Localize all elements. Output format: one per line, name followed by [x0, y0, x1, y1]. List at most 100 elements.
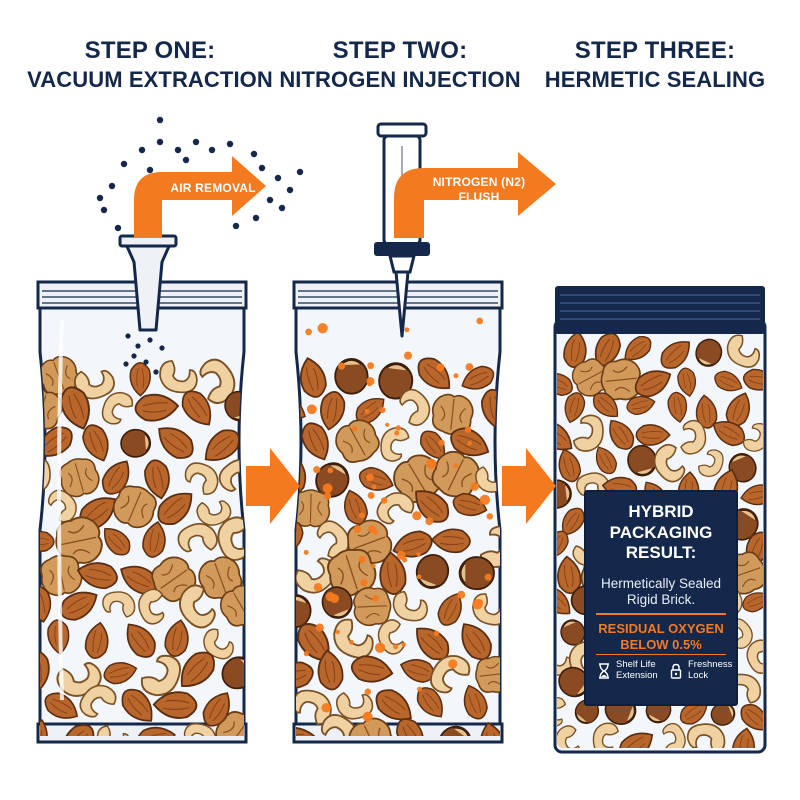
almond	[76, 562, 118, 590]
almond	[134, 393, 180, 422]
almond	[157, 492, 193, 526]
almond	[300, 422, 329, 461]
almond	[609, 419, 635, 450]
cashew	[662, 722, 686, 748]
almond	[152, 691, 198, 719]
almond	[158, 427, 194, 459]
almond	[399, 659, 435, 683]
nitrogen-flush-label: NITROGEN (N2) FLUSH	[424, 175, 534, 205]
almond	[461, 365, 495, 390]
air-particles	[96, 116, 304, 375]
cashew	[392, 590, 429, 622]
cashew	[686, 723, 726, 748]
almond	[144, 459, 170, 500]
almond	[84, 621, 109, 660]
cashew	[557, 645, 573, 677]
hazelnut	[458, 556, 495, 591]
card-title-line3: RESULT:	[625, 543, 697, 563]
card-title-line2: PACKAGING	[609, 522, 713, 542]
almond	[557, 555, 582, 595]
step-one-title: STEP ONE: VACUUM EXTRACTION	[20, 36, 280, 94]
almond	[679, 701, 708, 725]
almond	[463, 684, 488, 720]
almond	[204, 429, 240, 461]
walnut	[353, 587, 392, 627]
cashew	[296, 689, 332, 725]
walnut	[112, 485, 157, 529]
almond	[375, 689, 412, 721]
result-card: HYBRID PACKAGING RESULT: Hermetically Se…	[584, 490, 738, 706]
almond	[60, 591, 98, 621]
result-card-subtitle: Hermetically Sealed Rigid Brick.	[586, 576, 736, 608]
almond	[61, 724, 95, 736]
almond	[40, 585, 52, 623]
almond	[592, 392, 619, 418]
almond	[557, 530, 569, 559]
step-three-heading: STEP THREE:	[574, 37, 736, 64]
almond	[320, 391, 346, 431]
cashew	[102, 591, 136, 618]
feature-2-line2: Lock	[688, 669, 709, 681]
almond	[40, 719, 48, 736]
almond	[557, 372, 573, 396]
step-two-title: STEP TWO: NITROGEN INJECTION	[270, 36, 530, 94]
walnut	[55, 516, 103, 565]
almond	[358, 466, 394, 491]
hazelnut	[415, 554, 450, 589]
nitrogen-bubbles	[303, 317, 494, 722]
cashew	[572, 414, 604, 452]
almond	[677, 367, 697, 397]
cashew	[399, 388, 431, 427]
walnut	[571, 358, 610, 397]
card-divider	[596, 613, 726, 615]
cashew	[380, 427, 410, 462]
almond	[624, 336, 652, 361]
almond	[452, 492, 488, 517]
almond	[740, 484, 763, 506]
air-removal-label: AIR REMOVAL	[170, 181, 256, 195]
cashew	[475, 466, 500, 493]
almond	[564, 392, 586, 424]
cashew	[96, 725, 131, 736]
card-subtitle-line1: Hermetically Sealed	[600, 576, 722, 591]
almond	[742, 368, 763, 391]
almond	[561, 507, 585, 536]
step-two-heading: STEP TWO:	[332, 37, 468, 64]
walnut	[475, 655, 500, 693]
almond	[299, 357, 327, 398]
air-removal-arrow	[134, 156, 266, 238]
cashew	[333, 618, 374, 659]
cashew	[296, 557, 338, 594]
cashew	[557, 725, 580, 748]
bag-two	[292, 280, 504, 744]
nuts-bag-one	[40, 355, 244, 736]
almond	[594, 332, 622, 369]
almond	[129, 362, 151, 397]
cashew	[320, 714, 359, 736]
almond	[392, 530, 433, 558]
feature-1-line2: Extension	[616, 669, 658, 681]
feature-2-line1: Freshness	[688, 659, 733, 670]
hourglass-icon	[599, 663, 609, 679]
walnut	[431, 450, 480, 499]
almond	[419, 430, 446, 460]
almond	[595, 446, 618, 475]
step-two-name: NITROGEN INJECTION	[279, 67, 521, 92]
walnut	[219, 584, 244, 627]
card-title-line1: HYBRID	[628, 502, 694, 521]
almond	[740, 704, 763, 731]
cashew	[698, 449, 724, 478]
almond	[103, 662, 138, 685]
flow-arrow-one	[246, 448, 300, 524]
cashew	[429, 655, 471, 694]
card-subtitle-line2: Rigid Brick.	[626, 592, 696, 608]
almond	[121, 688, 153, 722]
cashew	[742, 422, 763, 452]
result-card-title: HYBRID PACKAGING RESULT:	[586, 502, 736, 564]
almond	[126, 623, 156, 658]
almond	[714, 370, 743, 392]
cashew	[680, 419, 707, 455]
almond	[296, 726, 315, 736]
cashew	[177, 522, 218, 553]
nitrogen-flush-arrow	[394, 152, 556, 238]
